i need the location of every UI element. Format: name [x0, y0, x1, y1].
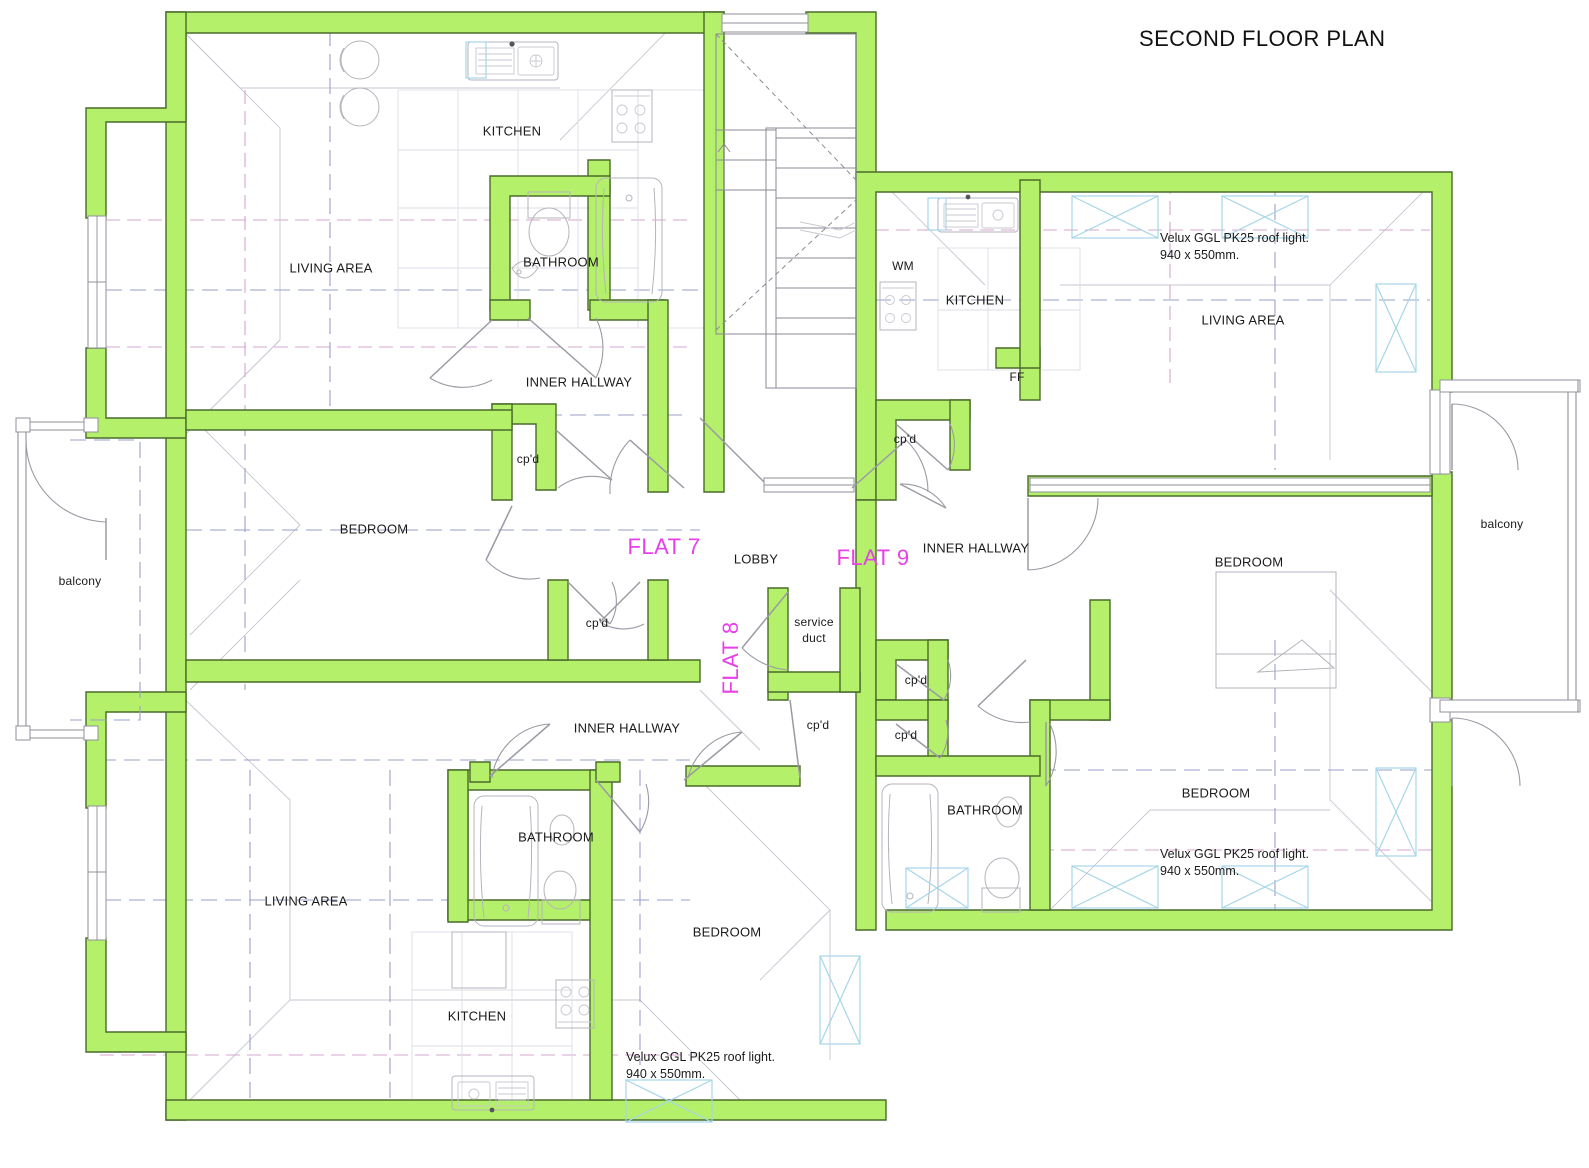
- kitchen-fixtures: [339, 40, 1019, 1113]
- room-label-cupboard-flat9-a: cp'd: [893, 432, 917, 446]
- room-label-wm-flat9: WM: [892, 259, 914, 273]
- room-label-hallway-flat9: INNER HALLWAY: [922, 540, 1030, 556]
- flat-label-flat-8: FLAT 8: [718, 621, 743, 695]
- room-label-bathroom-flat7: BATHROOM: [523, 254, 599, 270]
- room-label-hallway-flat7: INNER HALLWAY: [525, 374, 633, 390]
- room-label-living-flat9: LIVING AREA: [1201, 312, 1285, 328]
- staircase: [715, 33, 857, 389]
- flat-label-flat-9: FLAT 9: [836, 545, 910, 570]
- annotation-velux-note-top-right: Velux GGL PK25 roof light. 940 x 550mm.: [1160, 231, 1309, 262]
- room-label-bathroom-flat9: BATHROOM: [947, 802, 1023, 818]
- room-label-bedroom-flat9: BEDROOM: [1214, 554, 1284, 570]
- bathroom-fixtures: [473, 177, 1021, 927]
- annotation-velux-note-bottom-right: Velux GGL PK25 roof light. 940 x 550mm.: [1160, 847, 1309, 878]
- room-label-cupboard-flat7-b: cp'd: [585, 616, 609, 630]
- room-label-bedroom-flat7: BEDROOM: [339, 521, 409, 537]
- room-label-cupboard-flat9-b: cp'd: [904, 673, 928, 687]
- doors: [25, 317, 1521, 833]
- room-label-living-flat7: LIVING AREA: [289, 260, 373, 276]
- annotation-velux-note-bottom-left: Velux GGL PK25 roof light. 940 x 550mm.: [626, 1050, 775, 1081]
- bedroom-furniture: [1215, 571, 1337, 689]
- roof-hip-lines: [169, 17, 1441, 1121]
- room-label-bedroom-flat8: BEDROOM: [692, 924, 762, 940]
- balcony-railings: [15, 379, 1579, 741]
- room-label-kitchen-flat7: KITCHEN: [482, 123, 542, 139]
- page-title: SECOND FLOOR PLAN: [1139, 26, 1386, 51]
- ceiling-setback-lines: [100, 30, 1440, 1120]
- roof-lights: [625, 195, 1417, 1123]
- room-label-kitchen-flat8: KITCHEN: [447, 1008, 507, 1024]
- room-label-balcony-left: balcony: [58, 574, 102, 588]
- room-label-kitchen-flat9: KITCHEN: [945, 292, 1005, 308]
- room-label-bedroom-flat9-b: BEDROOM: [1181, 785, 1251, 801]
- room-label-service-duct: service duct: [794, 614, 834, 645]
- room-label-bathroom-flat8: BATHROOM: [518, 829, 594, 845]
- room-label-lobby: LOBBY: [733, 551, 779, 567]
- room-label-cupboard-flat9-c: cp'd: [894, 728, 918, 742]
- room-label-cupboard-flat7-a: cp'd: [516, 452, 540, 466]
- room-label-cupboard-flat8: cp'd: [806, 718, 830, 732]
- room-label-balcony-right: balcony: [1480, 517, 1524, 531]
- flat-label-flat-7: FLAT 7: [627, 534, 701, 559]
- room-label-living-flat8: LIVING AREA: [264, 893, 348, 909]
- room-label-hallway-flat8: INNER HALLWAY: [573, 720, 681, 736]
- windows: [87, 13, 1581, 941]
- room-label-ff-flat9: FF: [1009, 370, 1025, 384]
